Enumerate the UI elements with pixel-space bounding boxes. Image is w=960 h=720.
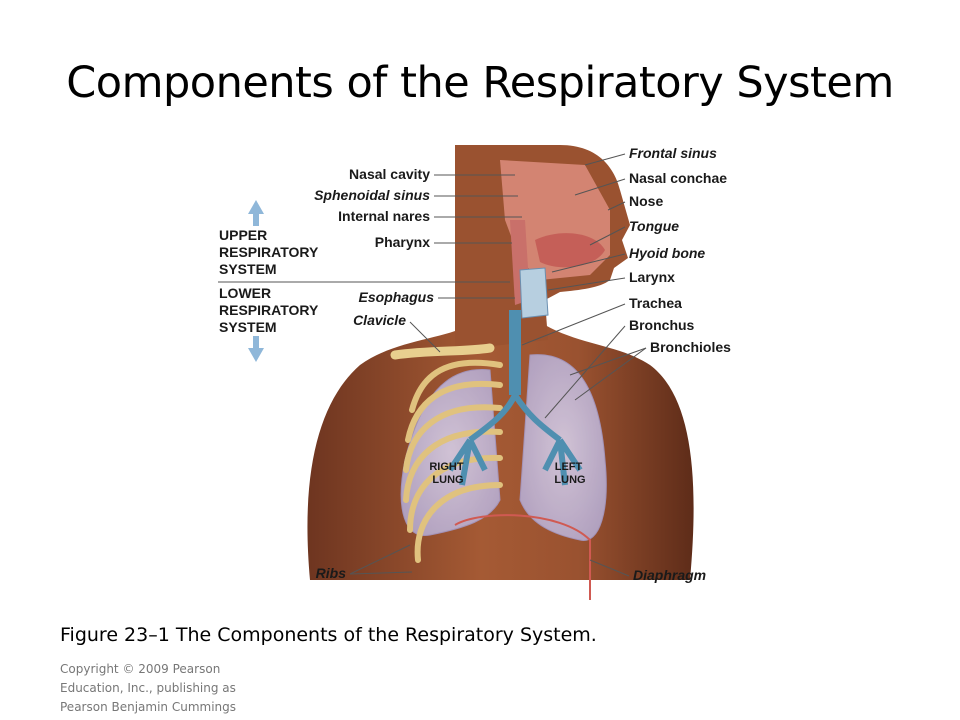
trachea-leader (521, 303, 626, 346)
slide-title: Components of the Respiratory System (66, 58, 894, 108)
nose-label: Nose (629, 193, 663, 209)
frontal-sinus-leader (584, 153, 626, 166)
bronchi-group (447, 393, 583, 486)
diaphragm-shape (454, 514, 591, 600)
clavicle-label: Clavicle (353, 312, 406, 328)
upper-system-label: UPPER RESPIRATORY SYSTEM (219, 227, 322, 277)
bronchioles-label: Bronchioles (650, 339, 731, 355)
internal-nares-label: Internal nares (338, 208, 430, 224)
copyright-line: Pearson Benjamin Cummings (60, 700, 237, 714)
larynx-shape (519, 267, 549, 319)
copyright-notice: Copyright © 2009 Pearson Education, Inc.… (60, 660, 280, 717)
figure-caption: Figure 23–1 The Components of the Respir… (60, 624, 597, 646)
bronchioles-leader-2 (569, 347, 647, 376)
nasal-conchae-leader (574, 178, 626, 196)
trachea-label: Trachea (629, 295, 682, 311)
clavicle-leader (409, 321, 441, 353)
respiratory-figure: UPPER RESPIRATORY SYSTEM LOWER RESPIRATO… (0, 140, 960, 600)
bronchioles-leader-1 (574, 347, 647, 401)
hyoid-bone-label: Hyoid bone (629, 245, 705, 261)
copyright-line: Education, Inc., publishing as (60, 681, 236, 695)
hyoid-bone-leader (551, 253, 626, 273)
left-lung-label: LEFT LUNG (554, 461, 585, 486)
pharynx-label: Pharynx (375, 234, 430, 250)
lower-system-label: LOWER RESPIRATORY SYSTEM (219, 285, 322, 335)
frontal-sinus-label: Frontal sinus (629, 145, 717, 161)
arrow-up-icon (248, 200, 264, 226)
ribs-leader-2 (349, 571, 413, 575)
anatomy-illustration: UPPER RESPIRATORY SYSTEM LOWER RESPIRATO… (218, 145, 731, 600)
ribs-leader-1 (349, 544, 411, 575)
nasal-cavity-label: Nasal cavity (349, 166, 430, 182)
clavicle-shape (390, 343, 495, 360)
tongue-label: Tongue (629, 218, 679, 234)
copyright-line: Copyright © 2009 Pearson (60, 662, 221, 676)
sphenoidal-sinus-label: Sphenoidal sinus (314, 187, 430, 203)
larynx-label: Larynx (629, 269, 675, 285)
right-lung-shape (400, 369, 501, 537)
nose-leader (607, 201, 626, 211)
diaphragm-label: Diaphragm (633, 567, 706, 583)
tongue-leader (589, 226, 626, 246)
diaphragm-leader (589, 559, 630, 577)
arrow-down-icon (248, 336, 264, 362)
nasal-conchae-label: Nasal conchae (629, 170, 727, 186)
esophagus-label: Esophagus (359, 289, 435, 305)
right-lung-label: RIGHT LUNG (429, 461, 466, 486)
bronchus-leader (544, 325, 626, 419)
tongue-shape (535, 233, 605, 268)
bronchus-label: Bronchus (629, 317, 695, 333)
larynx-leader (547, 277, 626, 291)
ribs-label: Ribs (316, 565, 347, 581)
